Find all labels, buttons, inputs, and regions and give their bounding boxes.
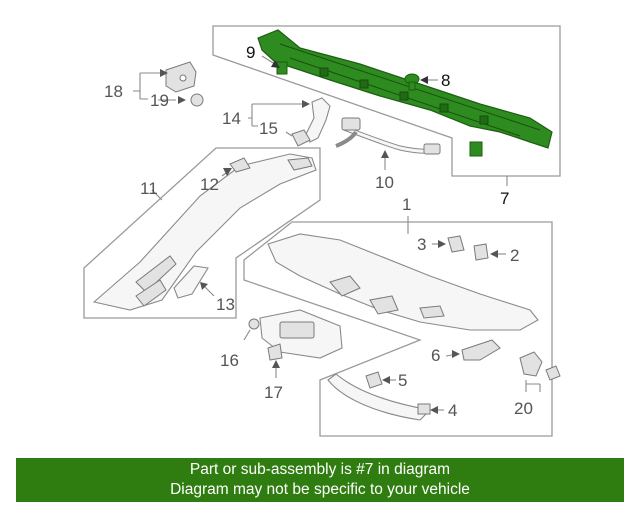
leader-16 [243,329,251,341]
part-3-clip[interactable] [447,235,465,253]
part-11-frame [83,147,321,319]
callout-14: 14 [222,109,241,128]
callout-12: 12 [200,175,219,194]
leader-14-15 [248,103,304,127]
part-8-bolt[interactable] [404,73,420,91]
part-20-bracket[interactable] [519,351,561,381]
part-1-headliner[interactable] [267,233,539,331]
arrow-5 [382,376,390,384]
leader-18-19 [133,72,160,100]
arrow-17 [272,360,280,368]
callout-17: 17 [264,383,283,402]
arrow-2 [490,250,498,258]
part-15-clip[interactable] [291,129,311,147]
leader-15 [285,131,293,137]
callout-10: 10 [375,173,394,192]
part-1-frame [243,221,553,437]
banner-line-2: Diagram may not be specific to your vehi… [170,481,470,498]
arrow-4 [430,406,438,414]
leader-20 [525,380,541,392]
part-19-clip[interactable] [190,93,204,107]
callout-2: 2 [510,246,519,265]
callout-15: 15 [259,119,278,138]
arrow-13 [200,282,208,290]
part-11-pillar-trim[interactable] [92,153,317,311]
banner-line-1: Part or sub-assembly is #7 in diagram [189,461,451,478]
arrow-19 [178,96,186,104]
arrow-14 [302,100,310,108]
arrow-18 [160,69,168,77]
callout-6: 6 [431,346,440,365]
callout-18: 18 [104,82,123,101]
arrow-12 [223,168,232,176]
callout-16: 16 [220,351,239,370]
part-18-bracket[interactable] [165,61,197,93]
callout-7: 7 [500,189,509,208]
part-10-harness[interactable] [335,117,441,155]
part-2-clip[interactable] [473,243,489,261]
arrow-8 [420,76,428,84]
callout-19: 19 [150,91,169,110]
callout-4: 4 [448,401,457,420]
info-banner: Part or sub-assembly is #7 in diagram Di… [16,458,624,502]
arrow-3 [438,240,446,248]
callout-9: 9 [246,43,255,62]
arrow-10 [381,150,389,158]
part-12-clip[interactable] [229,157,251,173]
part-5-clip[interactable] [365,371,383,389]
part-17-clip[interactable] [267,343,283,361]
leader-11 [151,189,163,201]
part-16-sunvisor[interactable] [248,309,343,359]
callout-5: 5 [398,371,407,390]
parts-diagram: 8 9 7 18 19 14 15 10 [83,25,561,437]
part-7-reinforcement[interactable] [257,29,553,157]
callout-3: 3 [417,235,426,254]
part-7-frame [212,25,561,177]
callout-20: 20 [514,399,533,418]
callout-13: 13 [216,295,235,314]
callout-1: 1 [402,195,411,214]
callout-8: 8 [441,71,450,90]
part-13-bezel[interactable] [173,265,209,299]
arrow-6 [452,350,460,358]
part-14-handle-trim[interactable] [305,97,331,143]
arrow-9 [271,60,280,68]
callout-11: 11 [140,179,158,198]
part-6-bracket[interactable] [461,339,501,361]
